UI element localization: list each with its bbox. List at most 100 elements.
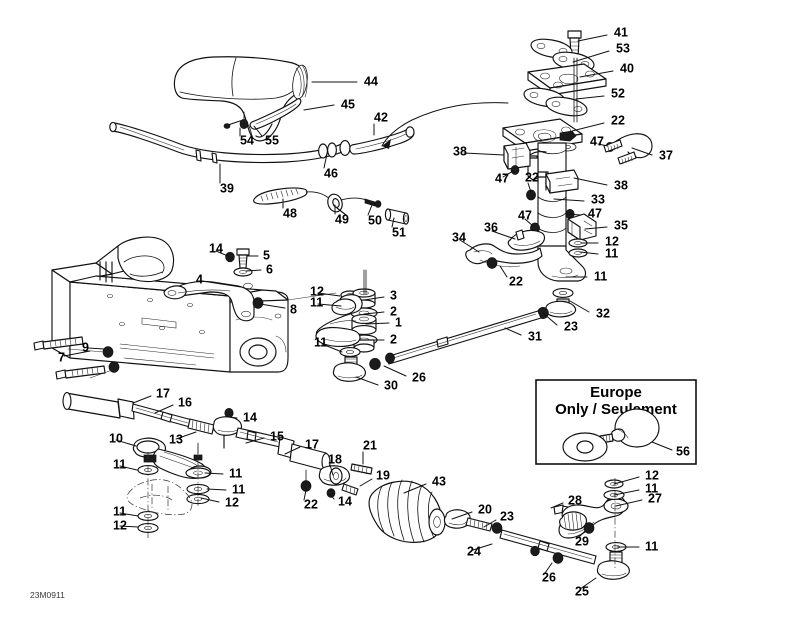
- callout-32: 32: [569, 300, 610, 320]
- callout-22: 22: [571, 113, 625, 132]
- callout-number: 47: [518, 208, 532, 222]
- callout-26: 26: [542, 562, 556, 584]
- callout-47: 47: [518, 208, 534, 227]
- callout-47: 47: [565, 206, 602, 220]
- callout-number: 54: [240, 133, 254, 147]
- callout-number: 30: [384, 378, 398, 392]
- callout-leader-line: [87, 347, 105, 350]
- callout-leader-line: [175, 431, 197, 440]
- callout-leader-line: [355, 376, 379, 386]
- callout-18: 18: [328, 452, 342, 476]
- callout-leader-line: [363, 311, 385, 315]
- callout-leader-line: [132, 395, 152, 404]
- callout-number: 19: [376, 468, 390, 482]
- callout-leader-line: [317, 303, 342, 307]
- callout-leader-line: [367, 204, 373, 216]
- callout-leader-line: [483, 519, 497, 528]
- callout-number: 47: [588, 206, 602, 220]
- callout-leader-line: [502, 170, 514, 178]
- callout-number: 35: [614, 218, 628, 232]
- callout-22: 22: [525, 170, 539, 193]
- callout-number: 21: [363, 438, 377, 452]
- callout-leader-line: [284, 446, 301, 455]
- callout-48: 48: [282, 198, 297, 220]
- callout-46: 46: [323, 153, 338, 180]
- part-group-column-tube: [527, 142, 587, 282]
- callout-6: 6: [245, 262, 273, 276]
- callout-29: 29: [575, 530, 589, 548]
- part-rod-24: [499, 529, 597, 565]
- callout-number: 55: [265, 133, 279, 147]
- callout-leader-line: [577, 530, 586, 539]
- callout-number: 47: [590, 134, 604, 148]
- inset-callout-56: 56: [676, 444, 690, 458]
- callout-leader-line: [472, 543, 493, 551]
- callout-number: 52: [611, 86, 625, 100]
- callout-52: 52: [575, 86, 625, 100]
- callout-39: 39: [219, 163, 234, 195]
- callout-number: 14: [243, 410, 257, 424]
- callout-number: 51: [392, 225, 406, 239]
- callout-leader-line: [321, 343, 343, 353]
- callout-number: 22: [611, 113, 625, 127]
- callout-number: 11: [229, 466, 242, 480]
- callout-number: 34: [452, 230, 466, 244]
- callout-number: 11: [594, 269, 607, 283]
- callout-leader-line: [329, 464, 334, 476]
- callout-number: 32: [596, 306, 610, 320]
- callout-number: 2: [390, 332, 397, 346]
- callout-2: 2: [363, 304, 397, 318]
- callout-44: 44: [311, 74, 378, 88]
- callout-37: 37: [631, 147, 673, 162]
- callout-11: 11: [565, 269, 607, 283]
- callout-number: 11: [310, 295, 323, 309]
- part-group-screws-50: [340, 197, 382, 208]
- callout-leader-line: [550, 502, 564, 509]
- callout-leader-line: [491, 230, 516, 240]
- callout-leader-line: [303, 489, 307, 501]
- callout-leader-line: [565, 213, 582, 216]
- part-u-bolt-37: [603, 133, 653, 165]
- callout-leader-line: [303, 104, 335, 111]
- callout-12: 12: [113, 518, 139, 532]
- callout-11: 11: [113, 457, 138, 471]
- callout-leader-line: [323, 153, 328, 169]
- callout-leader-line: [403, 483, 427, 494]
- part-group-pitman-assembly: [315, 269, 395, 382]
- part-clamp-38-right: [545, 169, 579, 194]
- callout-31: 31: [504, 327, 542, 343]
- callout-leader-line: [119, 465, 138, 471]
- callout-number: 31: [528, 329, 542, 343]
- callout-12: 12: [310, 284, 341, 298]
- callout-number: 26: [412, 370, 426, 384]
- callout-38: 38: [453, 144, 505, 158]
- callout-leader-line: [569, 300, 590, 313]
- callout-14: 14: [209, 241, 229, 257]
- callout-13: 13: [169, 431, 197, 446]
- callout-number: 12: [113, 518, 127, 532]
- callout-number: 39: [220, 181, 234, 195]
- callout-number: 14: [338, 494, 352, 508]
- callout-leader-line: [259, 303, 286, 309]
- callout-number: 38: [453, 144, 467, 158]
- callout-leader-line: [571, 122, 605, 132]
- callout-number: 12: [225, 495, 239, 509]
- callout-leader-line: [579, 577, 597, 590]
- callout-number: 4: [196, 272, 203, 286]
- part-support-plate-40: [527, 63, 607, 96]
- callout-number: 11: [605, 246, 618, 260]
- callout-43: 43: [403, 474, 446, 494]
- callout-7: 7: [58, 350, 91, 364]
- callout-24: 24: [467, 543, 493, 558]
- callout-number: 23: [564, 319, 578, 333]
- callout-leader-line: [542, 312, 558, 326]
- callout-number: 7: [58, 350, 65, 364]
- callout-54: 54: [239, 127, 254, 147]
- callout-leader-line: [201, 280, 242, 288]
- callout-53: 53: [572, 41, 630, 63]
- part-group-left-rod-17-16: [62, 392, 331, 492]
- callout-11: 11: [314, 335, 343, 353]
- callout-number: 37: [659, 148, 673, 162]
- callout-number: 33: [591, 192, 605, 206]
